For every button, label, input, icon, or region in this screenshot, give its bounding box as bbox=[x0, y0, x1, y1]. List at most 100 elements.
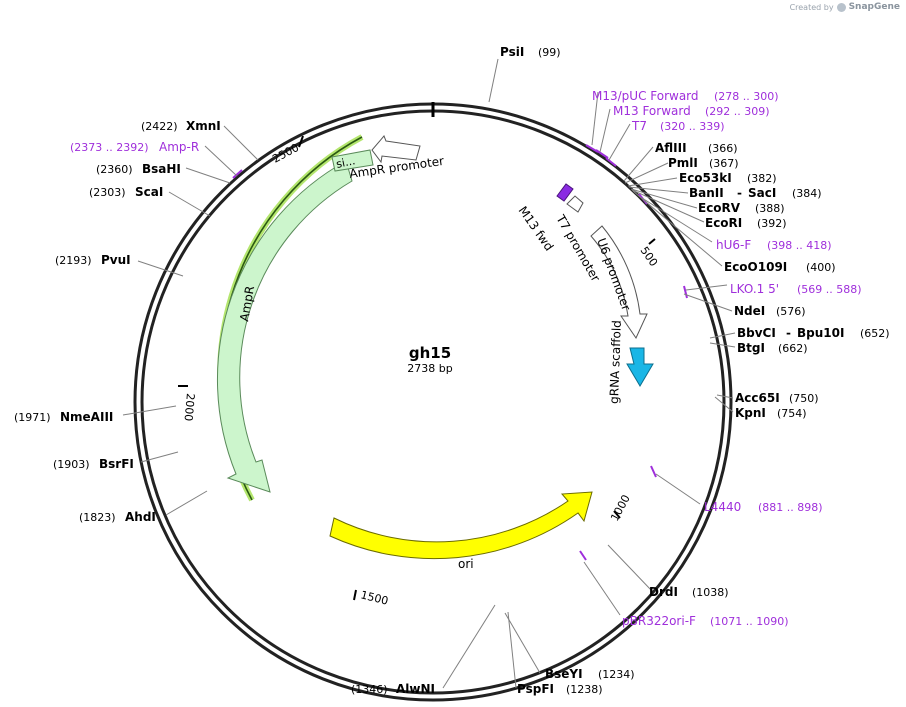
site-name: PsiI bbox=[500, 45, 524, 59]
site-position: (99) bbox=[538, 46, 561, 59]
ori-feature[interactable] bbox=[329, 491, 593, 560]
site-position: (576) bbox=[776, 305, 806, 318]
primer-position: (398 .. 418) bbox=[767, 239, 832, 252]
ampr-promoter-feature[interactable] bbox=[371, 135, 421, 164]
m13-fwd-feature[interactable] bbox=[556, 183, 574, 202]
site-name: DrdI bbox=[649, 585, 678, 599]
site-position: (2360) bbox=[96, 163, 133, 176]
tick-label-1500: 1500 bbox=[359, 588, 389, 607]
site-nmeaiii[interactable]: (1971) NmeAIII bbox=[14, 410, 113, 424]
site-bbvci-bpu10i[interactable]: BbvCI - Bpu10I (652) bbox=[737, 326, 890, 340]
leader-lines bbox=[122, 58, 736, 689]
site-alwni[interactable]: (1346) AlwNI bbox=[351, 682, 435, 696]
site-btgi[interactable]: BtgI (662) bbox=[737, 341, 808, 355]
site-position: (388) bbox=[755, 202, 785, 215]
site-afliii[interactable]: AflIII (366) bbox=[655, 141, 738, 155]
primer-position: (2373 .. 2392) bbox=[70, 141, 149, 154]
site-position: (1038) bbox=[692, 586, 729, 599]
site-name: BsaHI bbox=[142, 162, 181, 176]
site-name: BsrFI bbox=[99, 457, 134, 471]
site-name: NdeI bbox=[734, 304, 765, 318]
site-name: EcoRV bbox=[698, 201, 741, 215]
watermark-prefix: Created by bbox=[789, 2, 834, 12]
primer-name: M13 Forward bbox=[613, 104, 691, 118]
watermark-brand: SnapGene bbox=[848, 2, 900, 12]
primer-m13-forward[interactable]: M13 Forward (292 .. 309) bbox=[613, 104, 770, 118]
tick-1000: 1000 bbox=[608, 493, 633, 524]
ampr-label: AmpR bbox=[237, 285, 257, 323]
site-ecoo109i[interactable]: EcoO109I (400) bbox=[724, 260, 836, 274]
site-position: (652) bbox=[860, 327, 890, 340]
tick-1500: 1500 bbox=[353, 588, 390, 608]
site-ecori[interactable]: EcoRI (392) bbox=[705, 216, 787, 230]
site-name: PmlI bbox=[668, 156, 698, 170]
site-name: Acc65I bbox=[735, 391, 780, 405]
site-name: BseYI bbox=[545, 667, 583, 681]
site-name: XmnI bbox=[186, 119, 221, 133]
site-bsahi[interactable]: (2360) BsaHI bbox=[96, 162, 181, 176]
site-ndei[interactable]: NdeI (576) bbox=[734, 304, 806, 318]
site-name: Eco53kI bbox=[679, 171, 732, 185]
primer-position: (881 .. 898) bbox=[758, 501, 823, 514]
tick-label-500: 500 bbox=[638, 244, 661, 269]
tick-2500: 2500 bbox=[270, 135, 304, 166]
site-position: (1971) bbox=[14, 411, 51, 424]
site-drdi[interactable]: DrdI (1038) bbox=[649, 585, 729, 599]
site-position: (400) bbox=[806, 261, 836, 274]
site-pmli[interactable]: PmlI (367) bbox=[668, 156, 739, 170]
primer-position: (320 .. 339) bbox=[660, 120, 725, 133]
site-scai[interactable]: (2303) ScaI bbox=[89, 185, 163, 199]
site-kpni[interactable]: KpnI (754) bbox=[735, 406, 807, 420]
grna-scaffold-feature[interactable] bbox=[626, 347, 654, 387]
plasmid-name: gh15 bbox=[409, 344, 451, 362]
site-position: (754) bbox=[777, 407, 807, 420]
primer-m13-puc-forward[interactable]: M13/pUC Forward (278 .. 300) bbox=[592, 89, 779, 103]
signal-feature[interactable] bbox=[331, 149, 374, 172]
site-eco53ki[interactable]: Eco53kI (382) bbox=[679, 171, 777, 185]
site-position: (2422) bbox=[141, 120, 178, 133]
site-name: KpnI bbox=[735, 406, 766, 420]
primer-t7[interactable]: T7 (320 .. 339) bbox=[631, 119, 725, 133]
site-name: AlwNI bbox=[396, 682, 435, 696]
site-xmni[interactable]: (2422) XmnI bbox=[141, 119, 221, 133]
site-bsrfi[interactable]: (1903) BsrFI bbox=[53, 457, 134, 471]
site-name: AflIII bbox=[655, 141, 687, 155]
grna-scaffold-label: gRNA scaffold bbox=[607, 320, 624, 404]
snapgene-watermark: Created by SnapGene bbox=[790, 2, 900, 12]
ampr-feature[interactable] bbox=[217, 160, 353, 493]
snapgene-logo-icon bbox=[836, 2, 846, 12]
site-name: ScaI bbox=[135, 185, 163, 199]
tick-label-1000: 1000 bbox=[608, 493, 633, 524]
primer-position: (292 .. 309) bbox=[705, 105, 770, 118]
primer-position: (1071 .. 1090) bbox=[710, 615, 789, 628]
site-name: EcoO109I bbox=[724, 260, 787, 274]
primer-l4440[interactable]: L4440 (881 .. 898) bbox=[704, 500, 823, 514]
site-position: (750) bbox=[789, 392, 819, 405]
primer-name: hU6-F bbox=[716, 238, 751, 252]
site-position: (662) bbox=[778, 342, 808, 355]
primer-lko1-5[interactable]: LKO.1 5' (569 .. 588) bbox=[730, 282, 862, 296]
site-bseyi[interactable]: BseYI (1234) bbox=[545, 667, 635, 681]
site-position: (1346) bbox=[351, 683, 388, 696]
primer-pbr322ori-f[interactable]: pBR322ori-F (1071 .. 1090) bbox=[622, 614, 789, 628]
tick-500: 500 bbox=[638, 238, 661, 269]
primer-hu6-f[interactable]: hU6-F (398 .. 418) bbox=[716, 238, 832, 252]
t7-promoter-feature[interactable] bbox=[566, 195, 584, 213]
site-banii-saci[interactable]: BanII - SacI (384) bbox=[689, 186, 822, 200]
site-ecorv[interactable]: EcoRV (388) bbox=[698, 201, 785, 215]
site-pspfi[interactable]: PspFI (1238) bbox=[517, 682, 603, 696]
site-position: (366) bbox=[708, 142, 738, 155]
site-acc65i[interactable]: Acc65I (750) bbox=[735, 391, 819, 405]
m13-fwd-label: M13 fwd bbox=[516, 204, 557, 254]
primer-position: (569 .. 588) bbox=[797, 283, 862, 296]
site-position: (1903) bbox=[53, 458, 90, 471]
site-position: (1823) bbox=[79, 511, 116, 524]
site-name: AhdI bbox=[125, 510, 156, 524]
site-position: (1238) bbox=[566, 683, 603, 696]
site-psii[interactable]: PsiI (99) bbox=[500, 45, 561, 59]
u6-promoter-feature[interactable] bbox=[590, 225, 648, 340]
primer-amp-r[interactable]: (2373 .. 2392) Amp-R bbox=[70, 140, 199, 154]
site-ahdi[interactable]: (1823) AhdI bbox=[79, 510, 156, 524]
site-pvui[interactable]: (2193) PvuI bbox=[55, 253, 131, 267]
